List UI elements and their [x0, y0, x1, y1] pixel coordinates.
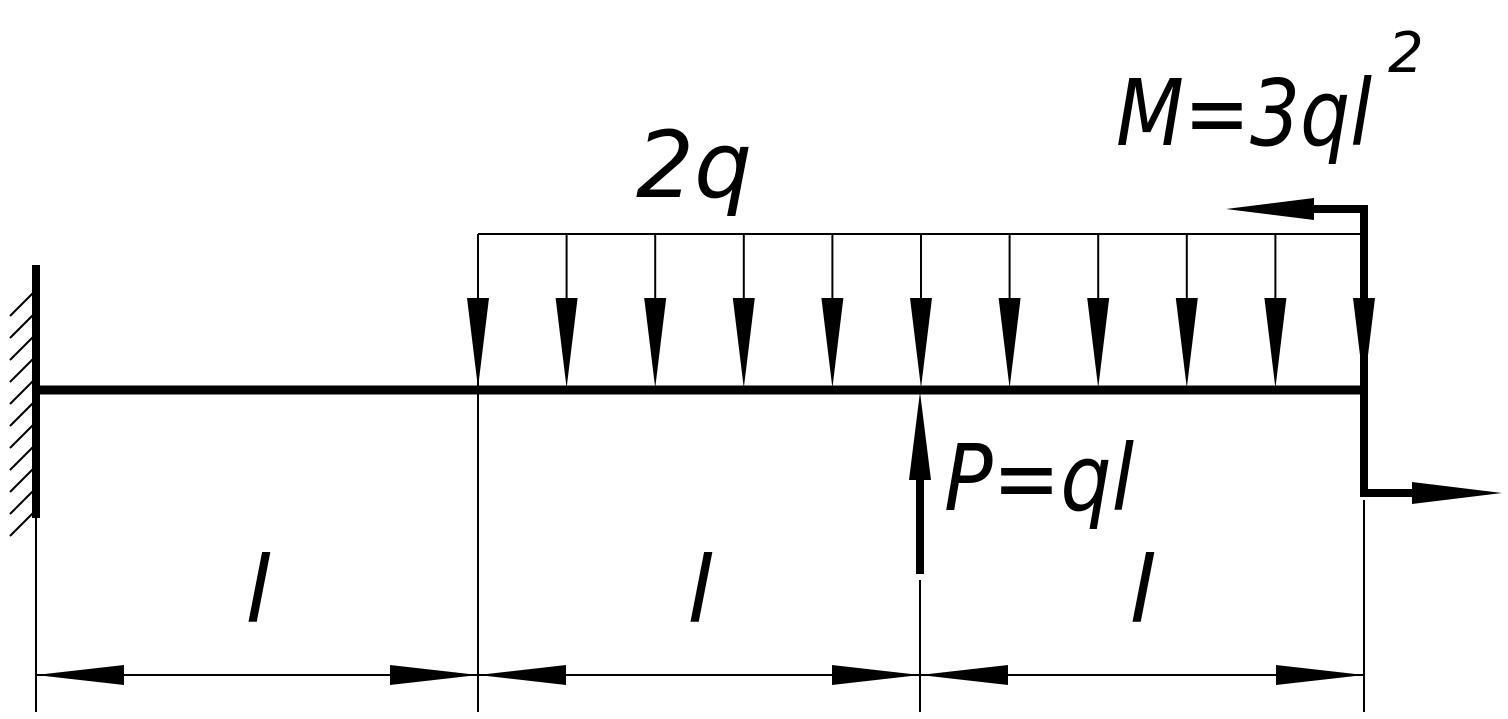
distributed-load-label: 2q [636, 112, 752, 219]
load-arrowhead [821, 298, 844, 388]
hatch-line [9, 399, 37, 427]
moment-label: M=3ql [1116, 60, 1372, 167]
load-arrowhead [732, 298, 755, 388]
moment-arm [1310, 205, 1415, 497]
hatch-line [9, 421, 37, 449]
dimension-arrowhead-right [832, 665, 920, 685]
load-arrowhead [910, 298, 932, 388]
distributed-load-arrows [467, 234, 1375, 388]
dimension-arrows [36, 665, 1364, 685]
moment-arrowhead-right [1412, 482, 1502, 504]
hatch-line [9, 465, 37, 493]
load-arrowhead [555, 298, 578, 388]
point-force: P=ql [909, 392, 1134, 574]
span-label-1: l [245, 537, 271, 644]
point-force-arrowhead [909, 392, 931, 480]
hatch-line [9, 333, 37, 361]
load-arrowhead [1175, 298, 1198, 388]
load-arrowhead [1264, 298, 1287, 388]
distributed-load: 2q [467, 112, 1375, 388]
hatch-line [9, 487, 37, 515]
dimension-arrowhead-right [1276, 665, 1364, 685]
moment-exponent: 2 [1388, 21, 1424, 86]
hatch-line [9, 443, 37, 471]
dimension-arrowhead-left [478, 665, 566, 685]
moment: M=3ql 2 [1116, 21, 1502, 504]
span-label-3: l [1129, 537, 1155, 644]
span-label-2: l [687, 537, 713, 644]
moment-arrowhead-left [1226, 198, 1314, 220]
dimension-arrowhead-left [36, 665, 124, 685]
load-arrowhead [1087, 298, 1110, 388]
wall-hatching [9, 289, 37, 537]
fixed-support [9, 265, 40, 537]
dimension-arrowhead-right [390, 665, 478, 685]
point-force-label: P=ql [944, 425, 1134, 532]
dimension-arrowhead-left [920, 665, 1008, 685]
hatch-line [9, 289, 37, 317]
hatch-line [9, 377, 37, 405]
hatch-line [9, 355, 37, 383]
dimensions: l l l [35, 234, 1365, 712]
hatch-line [9, 311, 37, 339]
load-arrowhead [644, 298, 667, 388]
load-arrowhead [998, 298, 1021, 388]
hatch-line [9, 509, 37, 537]
